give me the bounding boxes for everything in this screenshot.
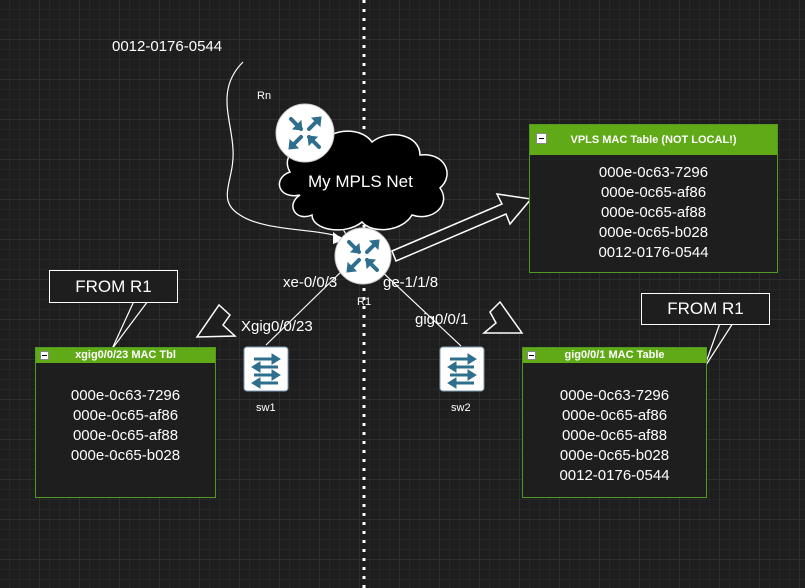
table-row: 000e-0c65-af86: [600, 184, 707, 201]
table-row: 000e-0c65-b028: [70, 447, 181, 464]
xgig-table-rows: 000e-0c63-7296 000e-0c65-af86 000e-0c65-…: [36, 363, 215, 466]
gig-table-rows: 000e-0c63-7296 000e-0c65-af86 000e-0c65-…: [523, 363, 706, 486]
xgig-table-header: xgig0/0/23 MAC Tbl: [36, 348, 215, 363]
xgig-table-title: xgig0/0/23 MAC Tbl: [75, 349, 176, 361]
table-row: 000e-0c65-b028: [598, 224, 709, 241]
mac-trace-curve: [226, 61, 343, 239]
vpls-table-rows: 000e-0c63-7296 000e-0c65-af86 000e-0c65-…: [530, 155, 777, 263]
table-row: 0012-0176-0544: [559, 467, 670, 484]
sw2-label: sw2: [451, 402, 471, 414]
table-row: 000e-0c63-7296: [598, 164, 709, 181]
table-row: 000e-0c63-7296: [70, 387, 181, 404]
callout-left-pointer-b: [111, 300, 149, 350]
switch-sw1-icon: [243, 346, 289, 392]
gig-port-label: gig0/0/1: [415, 311, 469, 328]
router-r1-icon: [334, 227, 392, 285]
callout-left-text: FROM R1: [75, 277, 152, 296]
callout-left-pointer-a: [111, 300, 135, 350]
table-row: 000e-0c65-af88: [600, 204, 707, 221]
collapse-icon[interactable]: [40, 351, 49, 360]
gig-table-title: gig0/0/1 MAC Table: [564, 349, 665, 361]
sw1-label: sw1: [256, 402, 276, 414]
callout-right: FROM R1: [641, 293, 770, 325]
vpls-big-arrow: [391, 193, 533, 262]
table-row: 000e-0c65-af88: [561, 427, 668, 444]
top-mac-label: 0012-0176-0544: [112, 38, 223, 55]
rn-label: Rn: [257, 90, 272, 102]
vpls-table-header: VPLS MAC Table (NOT LOCAL!): [530, 125, 777, 155]
gig-mac-table: gig0/0/1 MAC Table 000e-0c63-7296 000e-0…: [522, 347, 707, 498]
xgig-port-label: Xgig0/0/23: [241, 318, 313, 335]
cloud-label: My MPLS Net: [308, 172, 413, 191]
callout-left: FROM R1: [49, 270, 178, 303]
vpls-table-title: VPLS MAC Table (NOT LOCAL!): [570, 134, 737, 146]
table-row: 0012-0176-0544: [598, 244, 709, 261]
gig-table-header: gig0/0/1 MAC Table: [523, 348, 706, 363]
link-r1-sw2: [377, 267, 462, 347]
collapse-icon[interactable]: [536, 133, 547, 144]
table-row: 000e-0c65-af86: [561, 407, 668, 424]
router-rn-icon: [275, 103, 335, 163]
ge-port-label: ge-1/1/8: [383, 274, 439, 291]
r1-label: R1: [357, 296, 372, 308]
link-r1-sw1: [265, 267, 346, 346]
xgig-mac-table: xgig0/0/23 MAC Tbl 000e-0c63-7296 000e-0…: [35, 347, 216, 498]
table-row: 000e-0c63-7296: [559, 387, 670, 404]
callout-right-pointer-b: [703, 322, 734, 369]
collapse-icon[interactable]: [527, 351, 536, 360]
table-row: 000e-0c65-b028: [559, 447, 670, 464]
switch-sw2-icon: [439, 346, 485, 392]
table-row: 000e-0c65-af86: [72, 407, 179, 424]
callout-right-text: FROM R1: [667, 299, 744, 318]
sw2-arrow: [481, 300, 524, 334]
sw1-arrow: [195, 303, 237, 338]
xe-port-label: xe-0/0/3: [283, 274, 338, 291]
table-row: 000e-0c65-af88: [72, 427, 179, 444]
vpls-mac-table: VPLS MAC Table (NOT LOCAL!) 000e-0c63-72…: [529, 124, 778, 273]
